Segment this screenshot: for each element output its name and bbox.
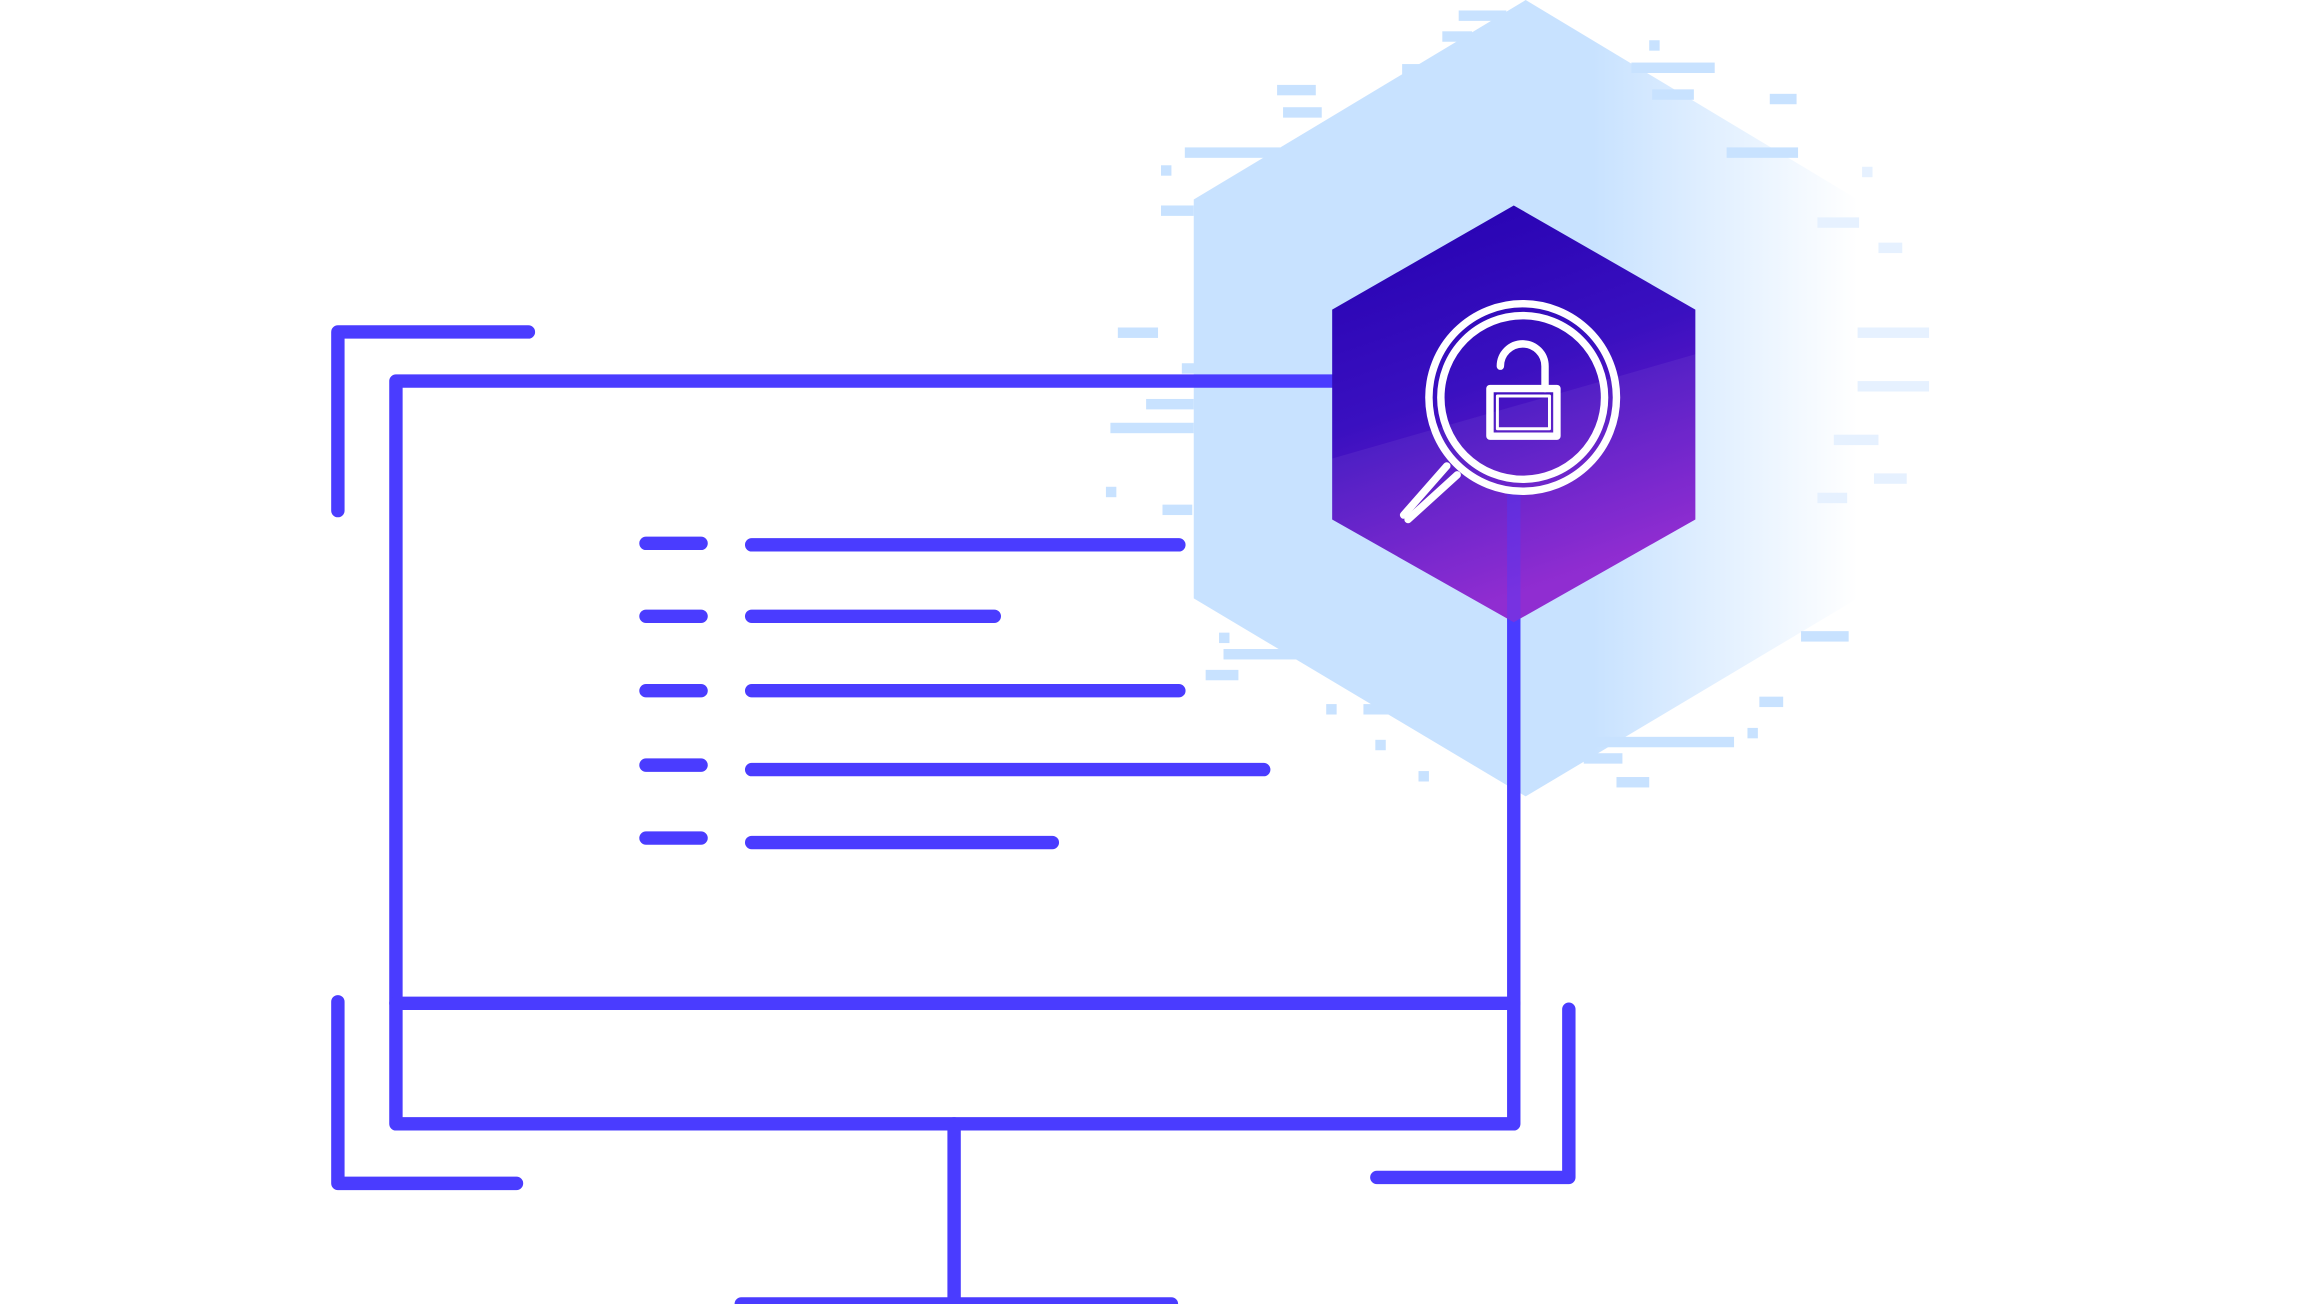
magnifier-icon [1399, 299, 1621, 524]
unlock-icon [1486, 340, 1561, 440]
list-rows [639, 536, 1271, 850]
corner-bracket-bottom-right [1370, 1002, 1576, 1185]
corner-bracket-top-left [331, 325, 536, 518]
corner-bracket-bottom-left [331, 995, 524, 1191]
